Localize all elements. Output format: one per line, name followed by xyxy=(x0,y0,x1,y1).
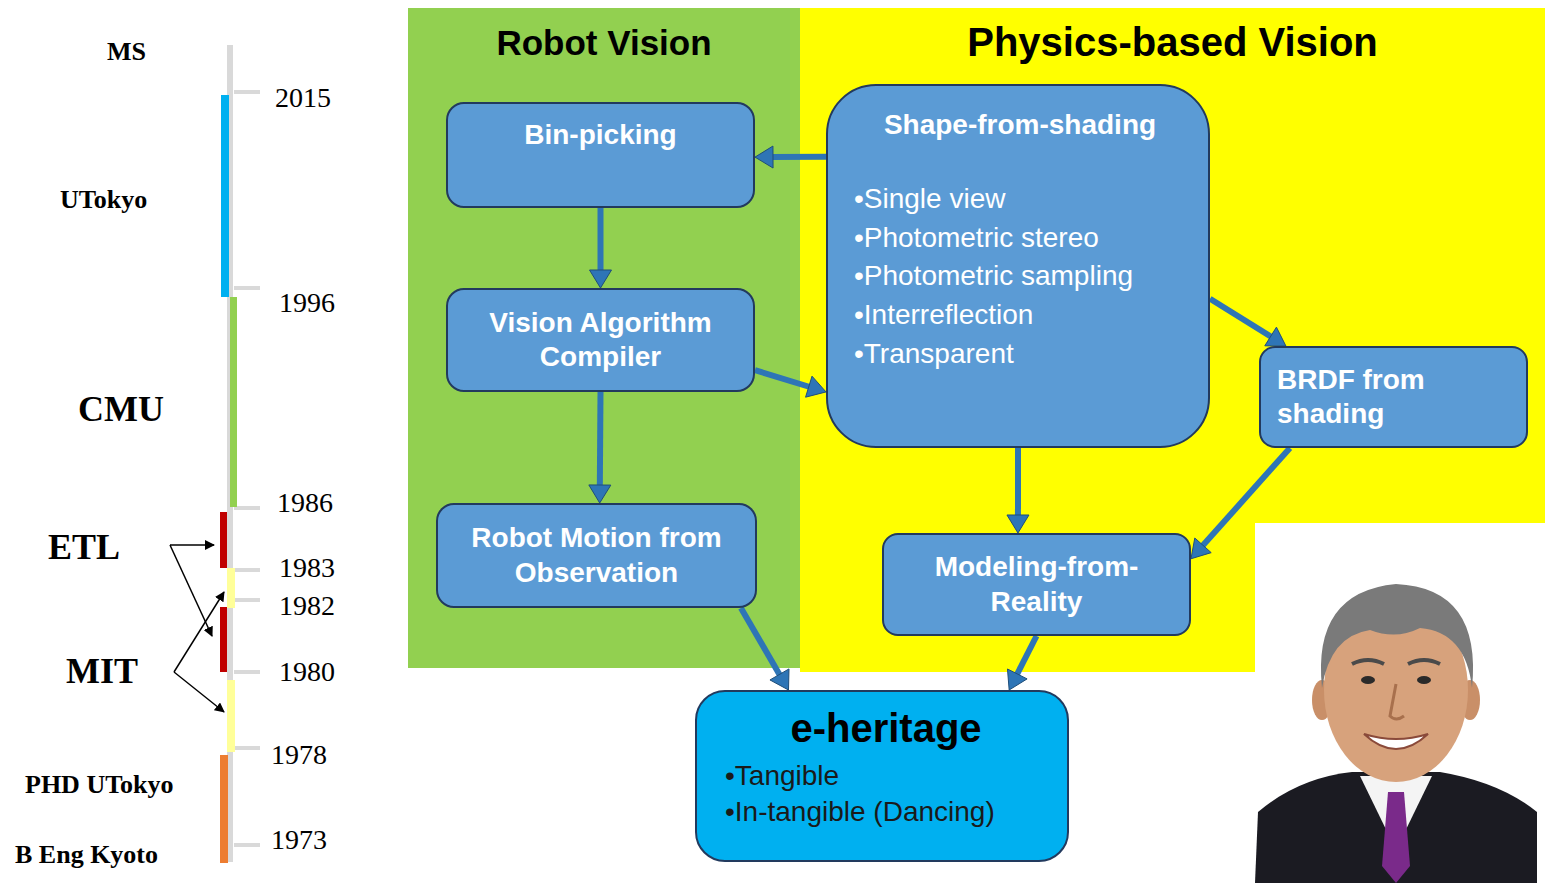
region-band: Physics-based VisionShape-from-shading •S… xyxy=(800,8,1545,672)
bullet-item: •Tangible xyxy=(725,758,1047,794)
affiliation-label: UTokyo xyxy=(60,184,147,215)
arrow-head xyxy=(590,270,612,288)
affiliation-label: MIT xyxy=(66,650,138,693)
flow-arrow xyxy=(1210,299,1286,346)
band-heading: Physics-based Vision xyxy=(800,18,1545,66)
arrow-head xyxy=(1007,515,1029,533)
box-label: Modeling-from-Reality xyxy=(896,550,1177,618)
year-label: 2015 xyxy=(275,81,331,115)
box-label: Robot Motion from Observation xyxy=(450,521,743,589)
box-label: e-heritage xyxy=(725,704,1047,752)
bullet-item: •Interreflection xyxy=(854,296,1186,335)
affiliation-label: ETL xyxy=(48,526,120,569)
region-band: Robot VisionBin-pickingVision Algorithm … xyxy=(408,8,800,668)
year-label: 1973 xyxy=(271,823,327,857)
timeline-segment xyxy=(230,297,237,507)
arrow-head xyxy=(806,376,826,397)
flow-arrow xyxy=(1007,448,1029,533)
timeline-segment xyxy=(221,95,229,297)
bullet-item: •In-tangible (Dancing) xyxy=(725,794,1047,830)
timeline-segment xyxy=(227,568,235,608)
timeline-segment xyxy=(220,607,227,672)
year-label: 1983 xyxy=(279,551,335,585)
box-label: Bin-picking xyxy=(460,118,741,152)
arrow-shaft xyxy=(741,608,781,676)
affiliation-label: CMU xyxy=(78,388,164,431)
arrow-shaft xyxy=(1016,636,1036,676)
year-label: 1980 xyxy=(279,655,335,689)
box-label: Shape-from-shading xyxy=(854,108,1186,142)
arrow-head xyxy=(589,485,611,503)
arrow-head xyxy=(1265,327,1286,346)
affiliation-label: PHD UTokyo xyxy=(25,769,174,800)
timeline-ticks xyxy=(234,92,260,845)
arrow-head xyxy=(1007,669,1027,690)
flow-arrow xyxy=(1191,448,1290,559)
flow-arrow xyxy=(590,208,612,288)
flow-arrow xyxy=(1007,636,1036,690)
flow-arrow xyxy=(755,146,826,168)
arrow-shaft xyxy=(1015,448,1021,517)
arrow-head xyxy=(1191,538,1211,559)
affiliation-arrows xyxy=(170,545,224,712)
affiliation-label: B Eng Kyoto xyxy=(15,839,158,870)
flow-arrow xyxy=(755,370,826,397)
affiliation-label: MS xyxy=(107,36,146,67)
year-label: 1986 xyxy=(277,486,333,520)
portrait-photo xyxy=(1255,523,1537,883)
region-fill xyxy=(800,8,1545,672)
outcome-box: e-heritage •Tangible•In-tangible (Dancing… xyxy=(695,690,1069,862)
arrow-shaft xyxy=(598,208,604,272)
timeline-segment xyxy=(220,755,228,863)
flow-arrow xyxy=(589,392,611,503)
arrow-shaft xyxy=(1210,299,1272,338)
bullet-item: •Transparent xyxy=(854,335,1186,374)
bullet-item: •Photometric stereo xyxy=(854,219,1186,258)
band-heading: Robot Vision xyxy=(408,22,800,64)
process-box: BRDF from shading xyxy=(1259,346,1528,448)
bullet-item: •Photometric sampling xyxy=(854,257,1186,296)
topic-box: Shape-from-shading•Single view•Photometr… xyxy=(826,84,1210,448)
arrow-shaft xyxy=(597,392,604,487)
year-label: 1978 xyxy=(271,738,327,772)
box-label: Vision Algorithm Compiler xyxy=(460,306,741,374)
box-label: BRDF from shading xyxy=(1277,363,1510,431)
process-box: Modeling-from-Reality xyxy=(882,533,1191,636)
year-label: 1996 xyxy=(279,286,335,320)
arrow-shaft xyxy=(755,370,811,387)
process-box: Vision Algorithm Compiler xyxy=(446,288,755,392)
arrow-shaft xyxy=(771,154,826,160)
year-label: 1982 xyxy=(279,589,335,623)
arrow-head xyxy=(770,669,789,690)
bullet-item: •Single view xyxy=(854,180,1186,219)
timeline-segment xyxy=(220,512,227,568)
arrow-head xyxy=(755,146,773,168)
flow-arrow xyxy=(741,608,789,690)
arrow-shaft xyxy=(1202,448,1290,547)
timeline-segment xyxy=(227,680,235,752)
process-box: Bin-picking xyxy=(446,102,755,208)
process-box: Robot Motion from Observation xyxy=(436,503,757,608)
